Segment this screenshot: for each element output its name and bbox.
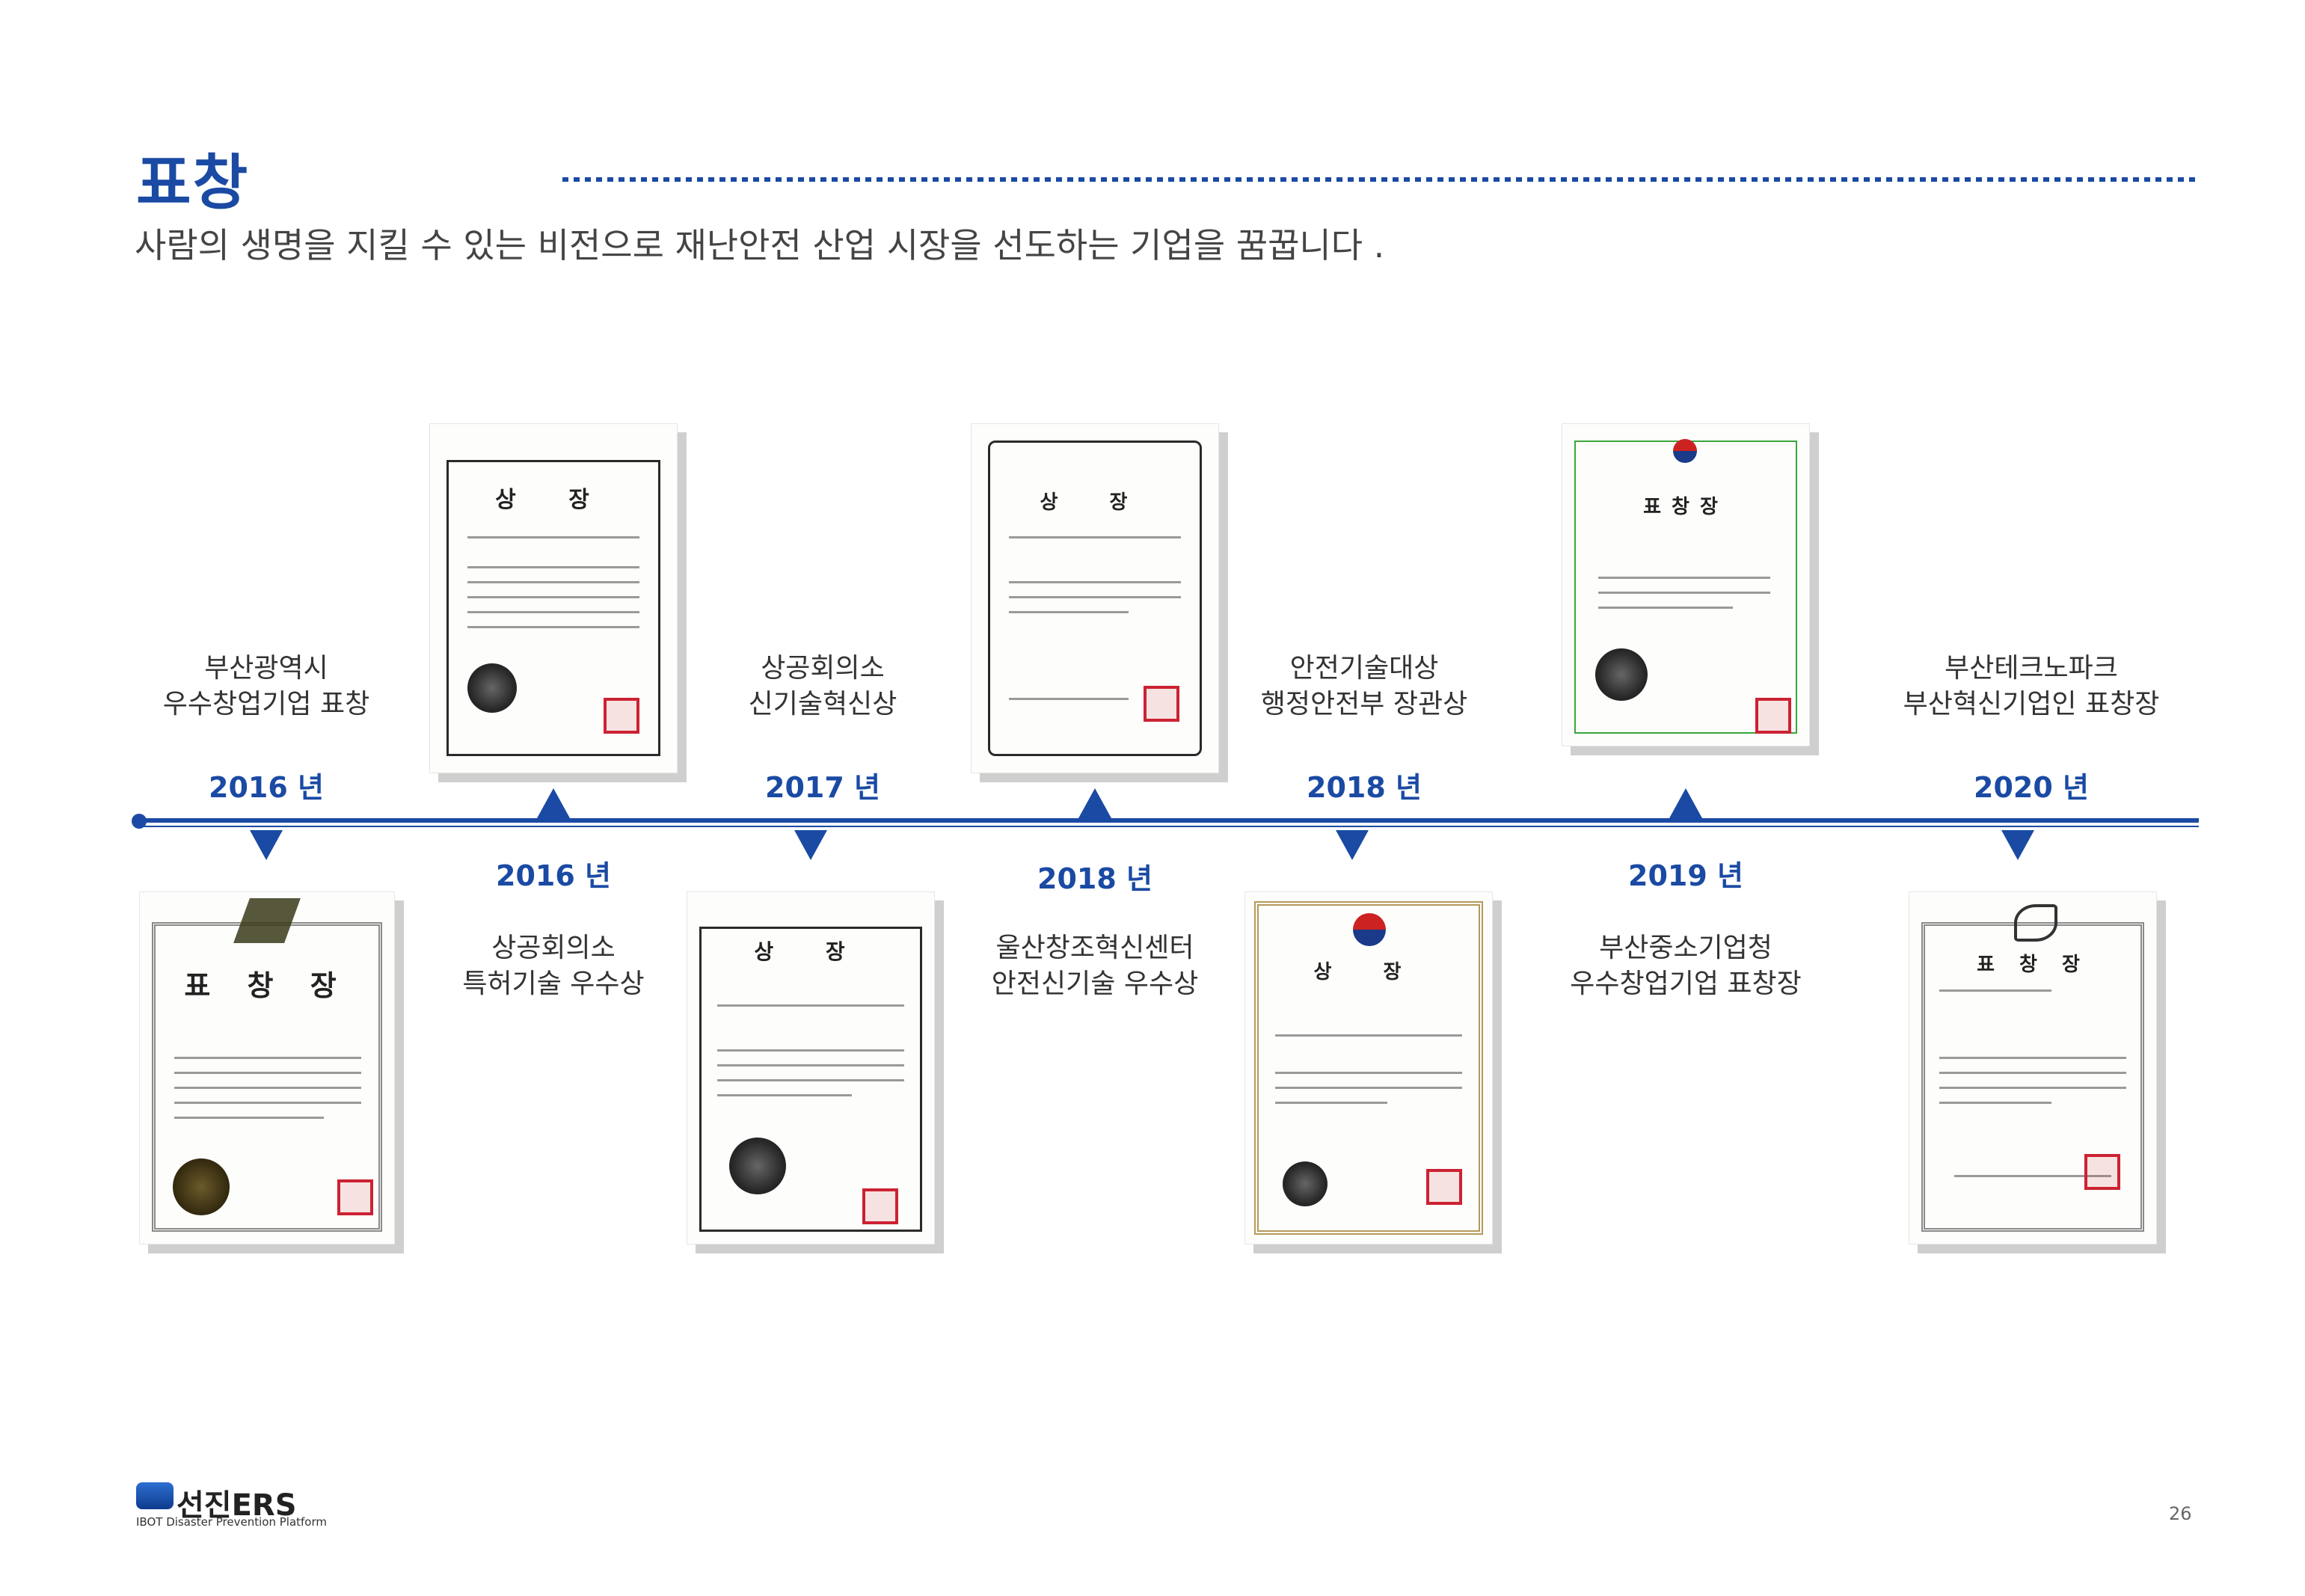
emblem-icon <box>2014 904 2057 942</box>
certificate-title: 상 장 <box>1313 961 1424 983</box>
arrow-down-icon <box>2001 830 2034 860</box>
certificate-title: 표 창 장 <box>1977 954 2089 976</box>
page-number: 26 <box>2169 1503 2192 1524</box>
company-tagline: IBOT Disaster Prevention Platform <box>136 1515 327 1529</box>
seal-icon <box>173 1158 230 1215</box>
award-year: 2016 년 <box>209 771 324 804</box>
arrow-up-icon <box>537 788 570 818</box>
award-label: 부산광역시 우수창업기업 표창 <box>162 653 370 719</box>
timeline-start-dot <box>132 814 147 829</box>
stamp-icon <box>337 1179 373 1215</box>
page-subtitle: 사람의 생명을 지킬 수 있는 비전으로 재난안전 산업 시장을 선도하는 기업… <box>135 225 1385 266</box>
award-label: 상공회의소 특허기술 우수상 <box>462 933 645 999</box>
timeline-bar <box>138 818 2199 823</box>
certificate-2018-ministry: 상 장 <box>1244 891 1493 1244</box>
award-year: 2016 년 <box>496 859 611 892</box>
award-year: 2018 년 <box>1037 862 1152 895</box>
award-label: 안전기술대상 행정안전부 장관상 <box>1260 653 1468 719</box>
arrow-down-icon <box>794 830 827 860</box>
seal-icon <box>1283 1161 1328 1206</box>
arrow-down-icon <box>1336 830 1369 860</box>
taegeuk-icon <box>1673 439 1697 463</box>
certificate-2019-sme: 표창장 <box>1562 423 1810 746</box>
arrow-up-icon <box>1078 788 1111 818</box>
certificate-title: 상 장 <box>495 487 612 513</box>
certificate-title: 표창장 <box>1643 496 1728 518</box>
award-year: 2020 년 <box>1974 771 2089 804</box>
stamp-icon <box>1755 698 1791 734</box>
taegeuk-icon <box>1353 913 1386 946</box>
seal-icon <box>729 1138 786 1194</box>
certificate-2016-busan: 표 창 장 <box>139 891 395 1244</box>
company-logo-text: 선진ERS <box>177 1488 297 1523</box>
stamp-icon <box>1426 1169 1462 1205</box>
award-label: 울산창조혁신센터 안전신기술 우수상 <box>991 933 1199 999</box>
certificate-2018-ulsan: 상 장 <box>971 423 1219 773</box>
award-label: 부산테크노파크 부산혁신기업인 표창장 <box>1903 653 2160 719</box>
dotted-divider <box>562 177 2200 182</box>
stamp-icon <box>604 698 639 734</box>
certificate-2020-technopark: 표 창 장 <box>1909 891 2157 1244</box>
stamp-icon <box>2084 1154 2120 1190</box>
award-year: 2017 년 <box>765 771 880 804</box>
arrow-up-icon <box>1669 788 1702 818</box>
certificate-2017-chamber-innovation: 상 장 <box>687 891 935 1244</box>
stamp-icon <box>862 1188 898 1224</box>
award-label: 상공회의소 신기술혁신상 <box>748 653 897 719</box>
arrow-down-icon <box>250 830 283 860</box>
certificate-title: 상 장 <box>754 939 868 964</box>
company-logo-icon <box>136 1482 174 1509</box>
award-year: 2018 년 <box>1307 771 1422 804</box>
seal-icon <box>467 663 517 713</box>
seal-icon <box>1595 648 1648 701</box>
certificate-2016-chamber-patent: 상 장 <box>429 423 678 773</box>
certificate-title: 상 장 <box>1040 491 1150 514</box>
certificate-title: 표 창 장 <box>184 969 350 1002</box>
award-year: 2019 년 <box>1628 859 1743 892</box>
stamp-icon <box>1144 686 1179 722</box>
page-title: 표창 <box>136 148 250 218</box>
timeline-bar-thin <box>138 826 2199 827</box>
award-label: 부산중소기업청 우수창업기업 표창장 <box>1570 933 1802 999</box>
